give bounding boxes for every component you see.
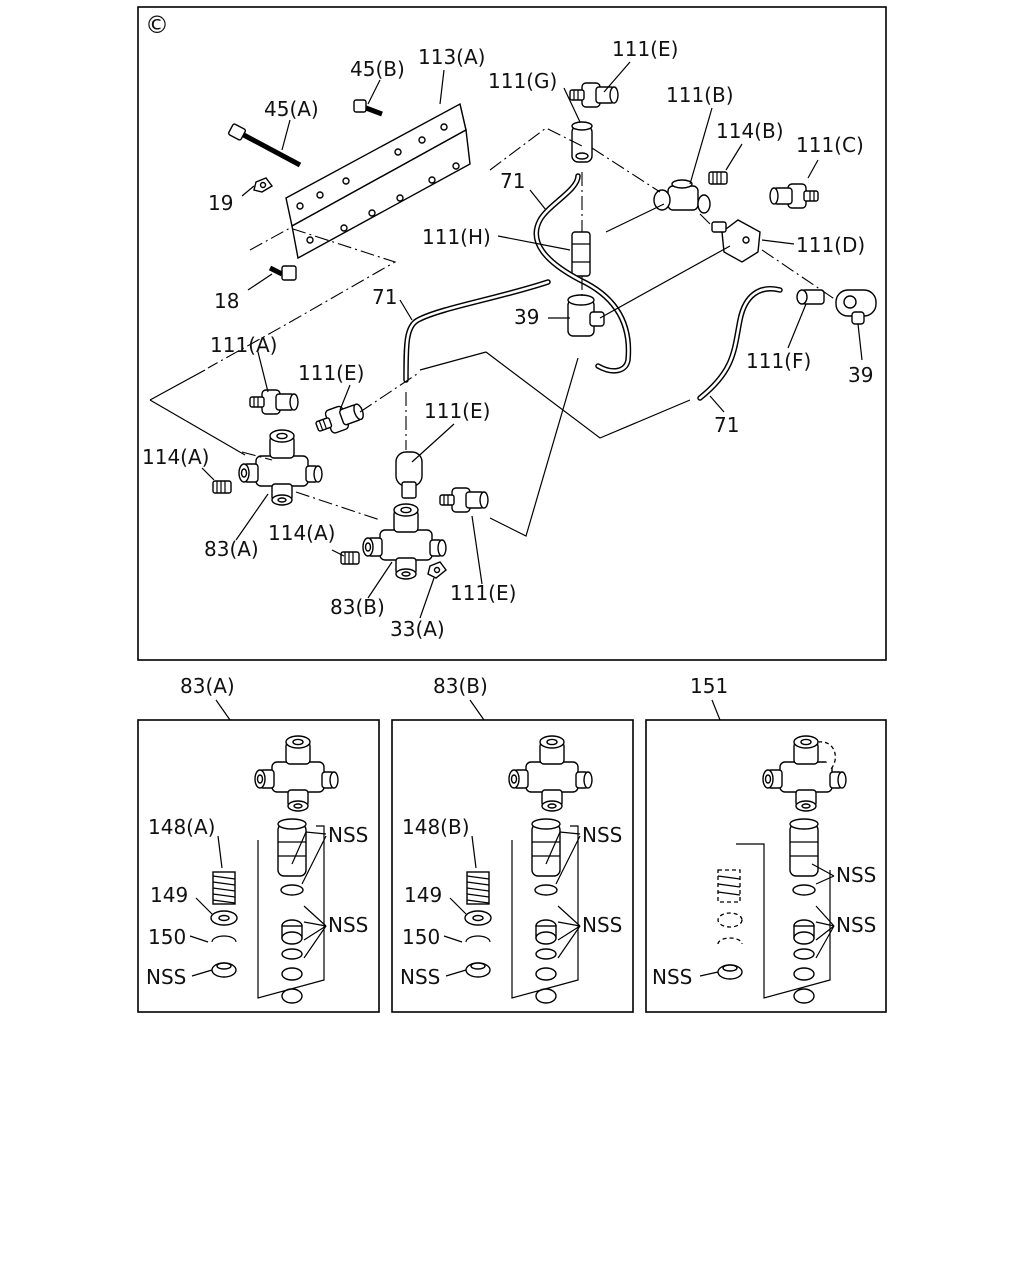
detail-panel-83a: 83(A) 148(A) 149 150 NSS NSS NSS — [137, 674, 380, 1013]
label-148a: 148(A) — [148, 815, 215, 839]
detail-panel-151: 151 NSS NSS NSS — [645, 674, 887, 1013]
label-113a: 113(A) — [418, 45, 485, 69]
label-83a: 83(A) — [204, 537, 259, 561]
label-nss-lower-a: NSS — [328, 913, 368, 937]
block-111d — [711, 219, 761, 263]
label-111a: 111(A) — [210, 333, 277, 357]
fitting-111a — [249, 389, 299, 415]
detail-panel-83b: 83(B) 148(B) 149 150 NSS NSS NSS — [391, 674, 634, 1013]
detail-title-83b: 83(B) — [433, 674, 488, 698]
label-114b: 114(B) — [716, 119, 784, 143]
fitting-111f — [796, 289, 825, 305]
tube-71-right — [697, 286, 783, 401]
label-71-top: 71 — [500, 169, 525, 193]
tube-71-mid — [403, 279, 551, 383]
label-nss-seat-a: NSS — [146, 965, 186, 989]
label-19: 19 — [208, 191, 233, 215]
label-111b: 111(B) — [666, 83, 734, 107]
label-45b: 45(B) — [350, 57, 405, 81]
fitting-111e-low — [439, 487, 489, 513]
fitting-111e-left — [312, 398, 368, 439]
label-39-right: 39 — [848, 363, 873, 387]
label-nss-upper-a: NSS — [328, 823, 368, 847]
label-nss-seat-151: NSS — [652, 965, 692, 989]
valve-83a — [238, 429, 323, 506]
plug-114a-low — [340, 551, 360, 565]
label-111h: 111(H) — [422, 225, 491, 249]
label-111c: 111(C) — [796, 133, 864, 157]
label-150-a: 150 — [148, 925, 186, 949]
plug-114a-left — [212, 480, 232, 494]
label-nss-upper-b: NSS — [582, 823, 622, 847]
fitting-39-mid — [567, 294, 605, 337]
label-33a: 33(A) — [390, 617, 445, 641]
fitting-111g — [571, 121, 593, 163]
main-view-frame — [137, 6, 887, 661]
label-nss-upper-151: NSS — [836, 863, 876, 887]
label-nss-lower-151: NSS — [836, 913, 876, 937]
label-150-b: 150 — [402, 925, 440, 949]
label-111e-left: 111(E) — [298, 361, 364, 385]
label-71-mid: 71 — [372, 285, 397, 309]
bracket-113a — [285, 102, 471, 260]
label-111e-top: 111(E) — [612, 37, 678, 61]
label-149-a: 149 — [150, 883, 188, 907]
bolt-45b — [353, 99, 383, 117]
detail-title-151: 151 — [690, 674, 728, 698]
fitting-111e-top — [569, 82, 619, 108]
detail-title-83a: 83(A) — [180, 674, 235, 698]
view-marker: © — [145, 11, 169, 39]
label-45a: 45(A) — [264, 97, 319, 121]
bolt-45a — [228, 123, 302, 168]
label-111g: 111(G) — [488, 69, 557, 93]
tee-111b — [653, 179, 711, 214]
nut-33a — [427, 561, 447, 579]
fitting-111h — [571, 231, 591, 277]
label-114a-low: 114(A) — [268, 521, 335, 545]
fitting-111e-mid — [395, 451, 423, 499]
label-83b: 83(B) — [330, 595, 385, 619]
label-18: 18 — [214, 289, 239, 313]
label-111f: 111(F) — [746, 349, 811, 373]
label-39-mid: 39 — [514, 305, 539, 329]
plug-114b — [708, 171, 728, 185]
label-nss-seat-b: NSS — [400, 965, 440, 989]
label-111d: 111(D) — [796, 233, 865, 257]
banjo-39-right — [835, 289, 877, 325]
label-71-right: 71 — [714, 413, 739, 437]
label-111e-mid: 111(E) — [424, 399, 490, 423]
label-148b: 148(B) — [402, 815, 470, 839]
label-114a-left: 114(A) — [142, 445, 209, 469]
label-149-b: 149 — [404, 883, 442, 907]
bolt-18 — [268, 265, 297, 281]
label-nss-lower-b: NSS — [582, 913, 622, 937]
nut-19 — [253, 177, 274, 193]
fitting-111c — [769, 183, 819, 209]
label-111e-low: 111(E) — [450, 581, 516, 605]
